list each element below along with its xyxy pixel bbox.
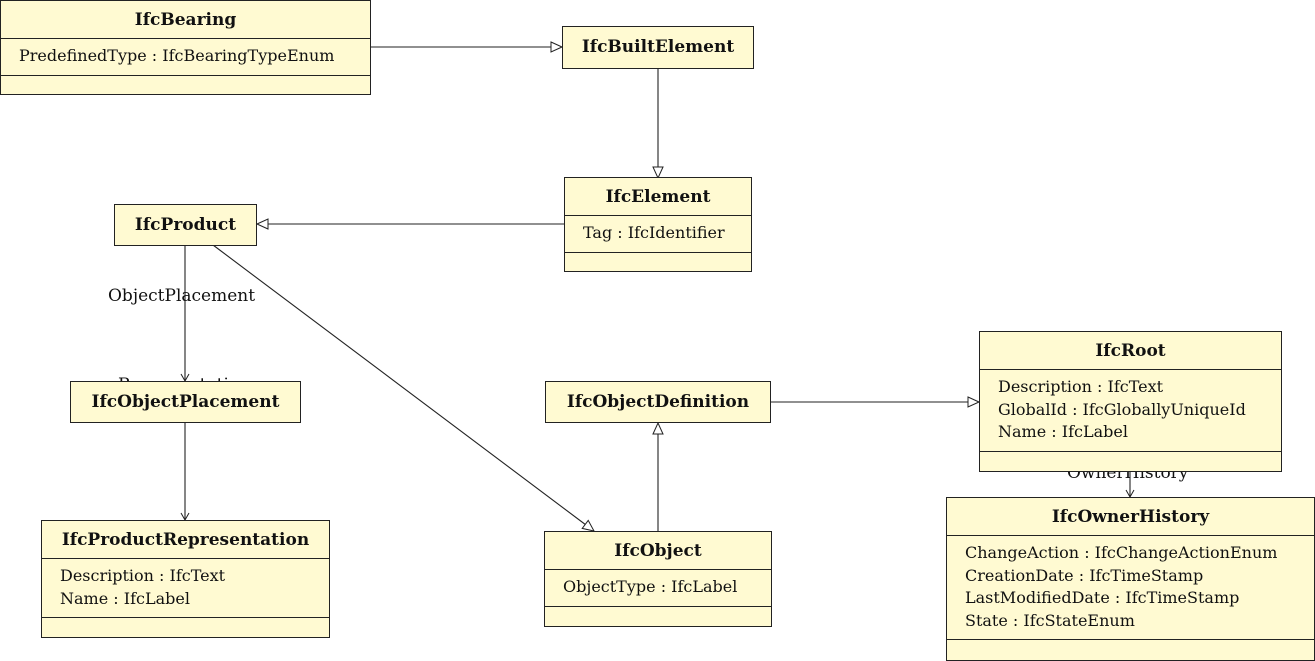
attribute: Name : IfcLabel (998, 422, 1128, 441)
operations-compartment (42, 617, 329, 635)
class-ifcobjectdefinition[interactable]: IfcObjectDefinition (545, 381, 771, 423)
class-name: IfcElement (605, 187, 711, 207)
class-name: IfcObjectPlacement (91, 392, 280, 412)
generalization-product-object (212, 244, 594, 531)
attribute: GlobalId : IfcGloballyUniqueId (998, 399, 1246, 419)
attribute: LastModifiedDate : IfcTimeStamp (965, 588, 1240, 607)
operations-compartment (545, 605, 771, 624)
attribute: CreationDate : IfcTimeStamp (965, 565, 1204, 585)
class-name: IfcObjectDefinition (566, 392, 750, 412)
class-name: IfcProductRepresentation (61, 530, 310, 550)
class-name: IfcBuiltElement (581, 37, 735, 57)
class-ifcobjectplacement[interactable]: IfcObjectPlacement (70, 381, 301, 423)
attribute-list: Description : IfcText Name : IfcLabel (42, 558, 329, 617)
class-name: IfcRoot (1095, 341, 1166, 361)
class-ifcbearing[interactable]: IfcBearing PredefinedType : IfcBearingTy… (0, 0, 371, 95)
operations-compartment (947, 639, 1314, 657)
attribute-list: ObjectType : IfcLabel (545, 569, 771, 606)
attribute: ObjectType : IfcLabel (563, 577, 738, 596)
class-ifcelement[interactable]: IfcElement Tag : IfcIdentifier (564, 177, 752, 272)
attribute: Description : IfcText (998, 377, 1164, 396)
class-name: IfcBearing (134, 10, 237, 30)
class-name: IfcProduct (134, 215, 237, 235)
class-name: IfcObject (614, 541, 702, 561)
attribute: PredefinedType : IfcBearingTypeEnum (19, 46, 335, 65)
class-ifcproduct[interactable]: IfcProduct (114, 204, 257, 246)
attribute-list: ChangeAction : IfcChangeActionEnum Creat… (947, 535, 1314, 639)
attribute: Description : IfcText (60, 566, 226, 585)
class-ifcownerhistory[interactable]: IfcOwnerHistory ChangeAction : IfcChange… (946, 497, 1315, 661)
class-ifcobject[interactable]: IfcObject ObjectType : IfcLabel (544, 531, 772, 627)
attribute-list: Description : IfcText GlobalId : IfcGlob… (980, 369, 1281, 451)
class-ifcbuiltelement[interactable]: IfcBuiltElement (562, 26, 754, 69)
class-ifcproductrepresentation[interactable]: IfcProductRepresentation Description : I… (41, 520, 330, 638)
attribute: ChangeAction : IfcChangeActionEnum (965, 543, 1278, 562)
class-ifcroot[interactable]: IfcRoot Description : IfcText GlobalId :… (979, 331, 1282, 472)
attribute: Tag : IfcIdentifier (583, 223, 725, 242)
operations-compartment (1, 74, 370, 93)
operations-compartment (980, 450, 1281, 469)
attribute: Name : IfcLabel (60, 588, 190, 608)
association-label-objectplacement: ObjectPlacement (108, 286, 256, 306)
operations-compartment (565, 251, 751, 270)
attribute: State : IfcStateEnum (965, 610, 1135, 630)
attribute-list: Tag : IfcIdentifier (565, 215, 751, 252)
class-name: IfcOwnerHistory (1051, 507, 1210, 527)
attribute-list: PredefinedType : IfcBearingTypeEnum (1, 38, 370, 75)
